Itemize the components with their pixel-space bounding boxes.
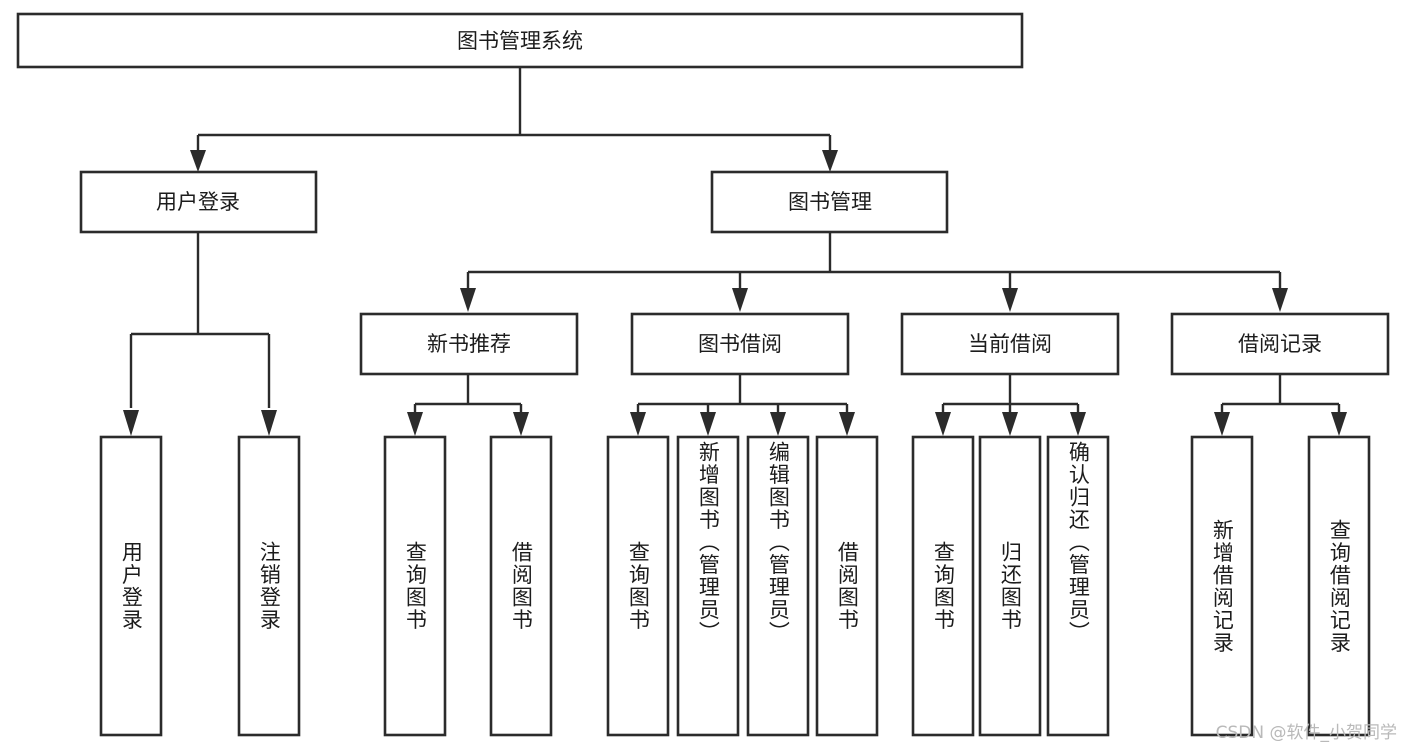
arrowhead-to-book-manage — [822, 150, 838, 172]
node-user-login[interactable]: 用户登录 — [79, 170, 318, 234]
node-borrow-record-label: 借阅记录 — [1238, 332, 1322, 356]
arrowhead-current-borrow-leaf-2 — [1002, 412, 1018, 436]
arrowhead-borrow-record-leaf-1 — [1214, 412, 1230, 436]
node-user-login-box[interactable] — [79, 170, 318, 234]
leaf-box-book-borrow-3[interactable] — [746, 435, 810, 737]
arrowhead-book-borrow-leaf-3 — [770, 412, 786, 436]
leaf-box-current-borrow-2[interactable] — [978, 435, 1042, 737]
arrowhead-current-borrow-leaf-1 — [935, 412, 951, 436]
connector-new-book-trunk — [413, 374, 523, 414]
node-book-borrow[interactable]: 图书借阅 — [630, 312, 850, 376]
node-new-book-recommend-label: 新书推荐 — [427, 332, 511, 356]
node-borrow-record-box[interactable] — [1170, 312, 1390, 376]
leaf-box-new-book-2[interactable] — [489, 435, 553, 737]
node-root-box[interactable] — [16, 12, 1024, 69]
node-new-book-recommend-box[interactable] — [359, 312, 579, 376]
arrowhead-to-current-borrow — [1002, 288, 1018, 312]
node-book-manage-box[interactable] — [710, 170, 949, 234]
arrowhead-new-book-leaf-1 — [407, 412, 423, 436]
node-root-label: 图书管理系统 — [457, 29, 583, 53]
node-borrow-record[interactable]: 借阅记录 — [1170, 312, 1390, 376]
leaf-box-user-login-2[interactable] — [237, 435, 301, 737]
node-new-book-recommend[interactable]: 新书推荐 — [359, 312, 579, 376]
connector-user-login-trunk — [129, 232, 271, 408]
leaf-box-book-borrow-2[interactable] — [676, 435, 740, 737]
arrowhead-to-book-borrow — [732, 288, 748, 312]
connectors-group — [123, 67, 1347, 436]
leaf-box-borrow-record-1[interactable] — [1190, 435, 1254, 737]
arrowhead-user-login-leaf-1 — [123, 410, 139, 436]
node-book-borrow-box[interactable] — [630, 312, 850, 376]
arrowhead-to-user-login — [190, 150, 206, 172]
arrowhead-borrow-record-leaf-2 — [1331, 412, 1347, 436]
arrowhead-book-borrow-leaf-1 — [630, 412, 646, 436]
connector-book-manage-trunk — [466, 232, 1282, 290]
node-current-borrow-label: 当前借阅 — [968, 332, 1052, 356]
node-book-borrow-label: 图书借阅 — [698, 332, 782, 356]
arrowhead-book-borrow-leaf-2 — [700, 412, 716, 436]
connector-current-borrow-trunk — [941, 374, 1080, 414]
leaf-box-book-borrow-1[interactable] — [606, 435, 670, 737]
connector-borrow-record-trunk — [1220, 374, 1341, 414]
node-book-manage[interactable]: 图书管理 — [710, 170, 949, 234]
arrowhead-to-new-book — [460, 288, 476, 312]
arrowhead-current-borrow-leaf-3 — [1070, 412, 1086, 436]
leaf-box-current-borrow-3[interactable] — [1046, 435, 1110, 737]
leaf-box-current-borrow-1[interactable] — [911, 435, 975, 737]
arrowhead-user-login-leaf-2 — [261, 410, 277, 436]
node-current-borrow-box[interactable] — [900, 312, 1120, 376]
node-user-login-label: 用户登录 — [156, 190, 240, 214]
arrowhead-to-borrow-record — [1272, 288, 1288, 312]
node-root[interactable]: 图书管理系统 — [16, 12, 1024, 69]
leaf-box-new-book-1[interactable] — [383, 435, 447, 737]
connector-root-trunk — [196, 67, 832, 160]
leaf-box-book-borrow-4[interactable] — [815, 435, 879, 737]
node-book-manage-label: 图书管理 — [788, 190, 872, 214]
arrowhead-new-book-leaf-2 — [513, 412, 529, 436]
leaf-box-borrow-record-2[interactable] — [1307, 435, 1371, 737]
connector-book-borrow-trunk — [636, 374, 849, 414]
arrowhead-book-borrow-leaf-4 — [839, 412, 855, 436]
node-current-borrow[interactable]: 当前借阅 — [900, 312, 1120, 376]
leaf-box-user-login-1[interactable] — [99, 435, 163, 737]
csdn-watermark: CSDN @软件_小贺同学 — [1215, 723, 1397, 743]
